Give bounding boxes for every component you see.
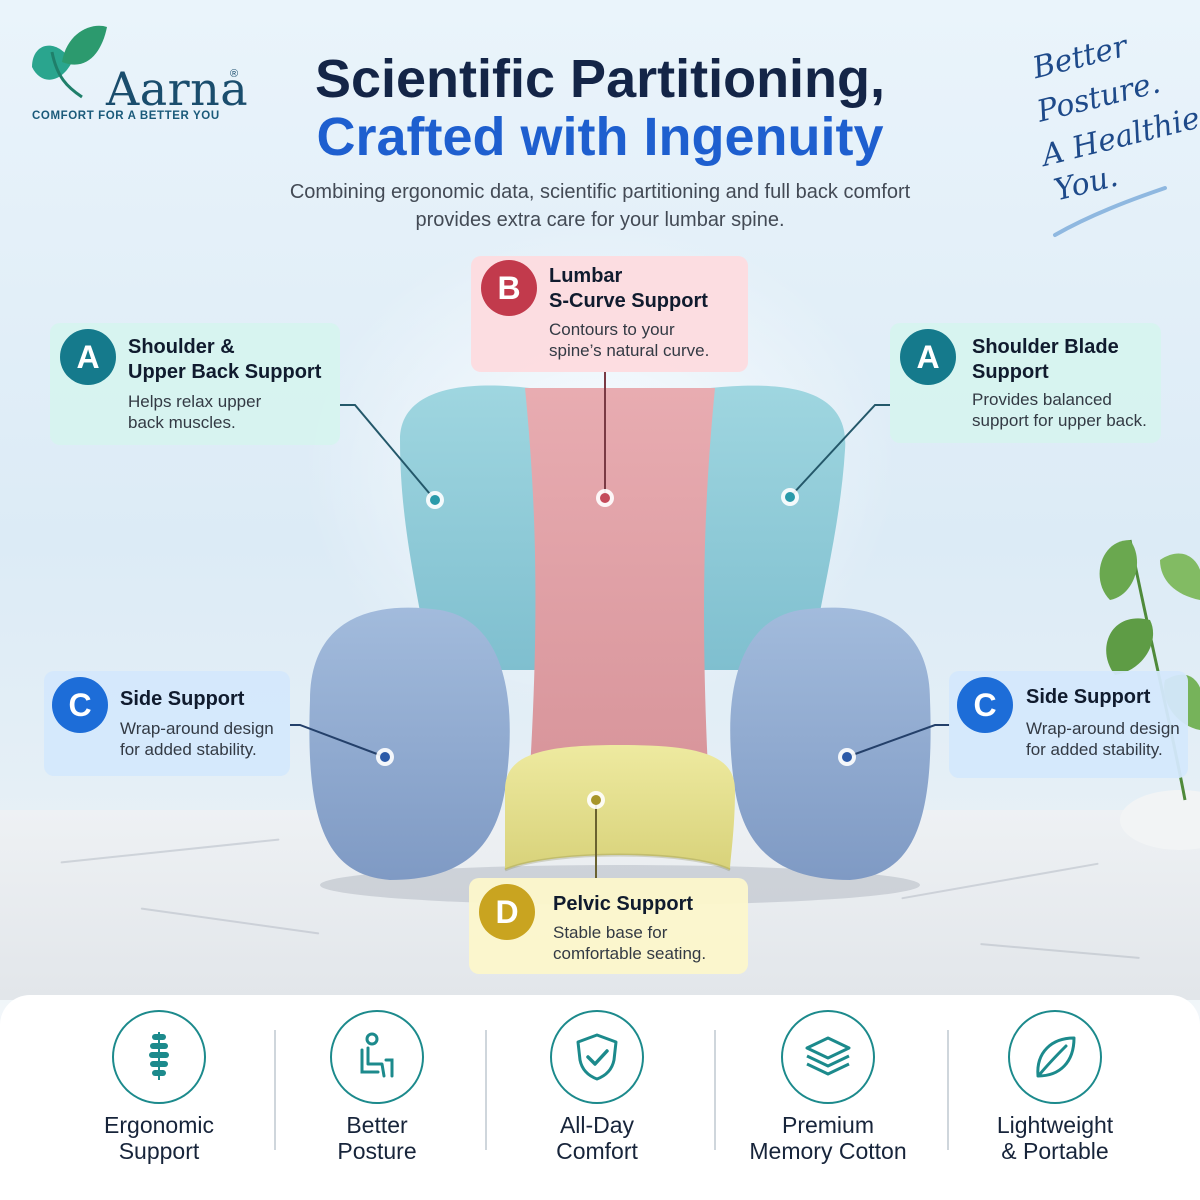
callout-description: spine’s natural curve. xyxy=(549,341,710,360)
callout-shoulder-upper-back: A Shoulder & Upper Back Support Helps re… xyxy=(50,323,340,445)
feature-label: Premium Memory Cotton xyxy=(728,1112,928,1164)
feature-label-line: Posture xyxy=(337,1138,417,1164)
callout-badge: C xyxy=(957,677,1013,733)
callout-title: Shoulder & xyxy=(128,336,235,358)
callout-side-support-left: C Side Support Wrap-around design for ad… xyxy=(44,671,290,776)
callout-title: Side Support xyxy=(120,688,245,710)
feature-divider xyxy=(274,1030,276,1150)
feature-label-line: Premium xyxy=(781,1112,874,1138)
registered-mark: ® xyxy=(230,68,239,80)
feature-better-posture: Better Posture xyxy=(277,1010,477,1180)
feature-lightweight-portable: Lightweight & Portable xyxy=(955,1010,1155,1180)
callout-description: Helps relax upper xyxy=(128,392,262,411)
spine-icon xyxy=(149,1032,169,1080)
feature-label-line: Memory Cotton xyxy=(749,1138,907,1164)
callout-title: S-Curve Support xyxy=(549,290,708,312)
callout-description: for added stability. xyxy=(120,740,257,759)
feature-divider xyxy=(947,1030,949,1150)
page-title-line1: Scientific Partitioning, xyxy=(314,49,886,109)
callout-description: Contours to your xyxy=(549,320,675,339)
callout-side-support-right: C Side Support Wrap-around design for ad… xyxy=(949,671,1188,778)
feature-icon-ring xyxy=(1008,1010,1102,1104)
callout-badge: C xyxy=(52,677,108,733)
callout-title: Lumbar xyxy=(549,265,623,287)
callout-title: Pelvic Support xyxy=(553,893,694,915)
feature-icon-ring xyxy=(330,1010,424,1104)
callout-lumbar-s-curve: B Lumbar S-Curve Support Contours to you… xyxy=(471,256,748,372)
callout-title: Shoulder Blade xyxy=(972,336,1119,358)
subtitle-line: provides extra care for your lumbar spin… xyxy=(415,209,785,231)
callout-pelvic-support: D Pelvic Support Stable base for comfort… xyxy=(469,878,748,974)
marble-vein xyxy=(980,943,1140,959)
feature-ergonomic-support: Ergonomic Support xyxy=(59,1010,259,1180)
callout-description: comfortable seating. xyxy=(553,944,707,963)
callout-title: Side Support xyxy=(1026,686,1151,708)
callout-badge: A xyxy=(60,329,116,385)
callout-badge: D xyxy=(479,884,535,940)
feature-label: Lightweight & Portable xyxy=(955,1112,1155,1164)
page-subtitle: Combining ergonomic data, scientific par… xyxy=(200,178,1000,234)
feature-label: Better Posture xyxy=(277,1112,477,1164)
leaf-icon xyxy=(1036,1036,1076,1078)
callout-description: Wrap-around design xyxy=(1026,719,1180,738)
layers-icon xyxy=(805,1036,851,1076)
brand-name: Aarna xyxy=(106,62,249,116)
feature-label-line: & Portable xyxy=(1001,1138,1109,1164)
leaf-logo-icon xyxy=(32,25,107,99)
feature-icon-ring xyxy=(550,1010,644,1104)
feature-icon-ring xyxy=(781,1010,875,1104)
seated-person-icon xyxy=(360,1032,394,1078)
lumbar-cushion-image xyxy=(309,385,931,905)
subtitle-line: Combining ergonomic data, scientific par… xyxy=(289,181,911,203)
feature-premium-memory-cotton: Premium Memory Cotton xyxy=(728,1010,928,1180)
callout-description: Stable base for xyxy=(553,923,668,942)
callout-description: for added stability. xyxy=(1026,740,1163,759)
brand-logo: Aarna ® COMFORT FOR A BETTER YOU xyxy=(22,22,262,132)
feature-all-day-comfort: All-Day Comfort xyxy=(497,1010,697,1180)
callout-description: Provides balanced xyxy=(972,390,1112,409)
callout-shoulder-blade: A Shoulder Blade Support Provides balanc… xyxy=(890,323,1161,443)
feature-label-line: Better xyxy=(346,1112,408,1138)
feature-label: Ergonomic Support xyxy=(59,1112,259,1164)
feature-label-line: All-Day xyxy=(559,1112,635,1138)
marble-vein xyxy=(60,838,280,864)
slogan-underline xyxy=(1053,186,1167,237)
callout-title: Upper Back Support xyxy=(128,361,322,383)
feature-label-line: Lightweight xyxy=(996,1112,1114,1138)
feature-divider xyxy=(485,1030,487,1150)
callout-title: Support xyxy=(972,361,1049,383)
feature-label-line: Comfort xyxy=(556,1138,638,1164)
callout-badge: A xyxy=(900,329,956,385)
callout-description: support for upper back. xyxy=(972,411,1147,430)
shield-check-icon xyxy=(576,1033,618,1081)
callout-badge: B xyxy=(481,260,537,316)
page-title-line2: Crafted with Ingenuity xyxy=(316,107,884,167)
feature-icon-ring xyxy=(112,1010,206,1104)
feature-label-line: Support xyxy=(118,1138,200,1164)
marble-vein xyxy=(140,907,320,935)
feature-divider xyxy=(714,1030,716,1150)
callout-description: Wrap-around design xyxy=(120,719,274,738)
callout-description: back muscles. xyxy=(128,413,236,432)
brand-tagline: COMFORT FOR A BETTER YOU xyxy=(32,110,220,122)
feature-label-line: Ergonomic xyxy=(104,1112,214,1138)
feature-label: All-Day Comfort xyxy=(497,1112,697,1164)
